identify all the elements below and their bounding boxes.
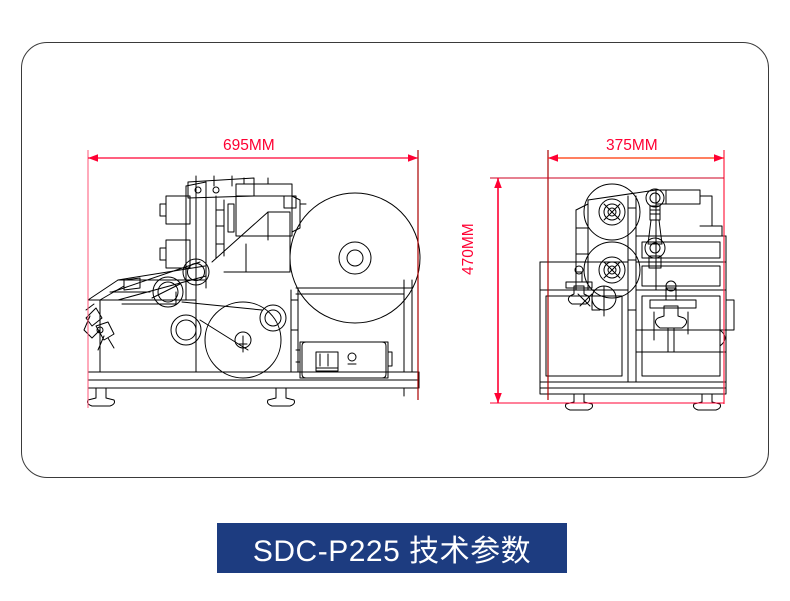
dimension-label-depth: 375MM <box>606 137 658 154</box>
drawing-frame <box>21 42 769 478</box>
title-banner-text: SDC-P225 技术参数 <box>252 535 532 568</box>
title-banner: SDC-P225 技术参数 <box>217 523 567 573</box>
dimension-label-width: 695MM <box>223 137 275 154</box>
dimension-label-height: 470MM <box>460 223 477 275</box>
